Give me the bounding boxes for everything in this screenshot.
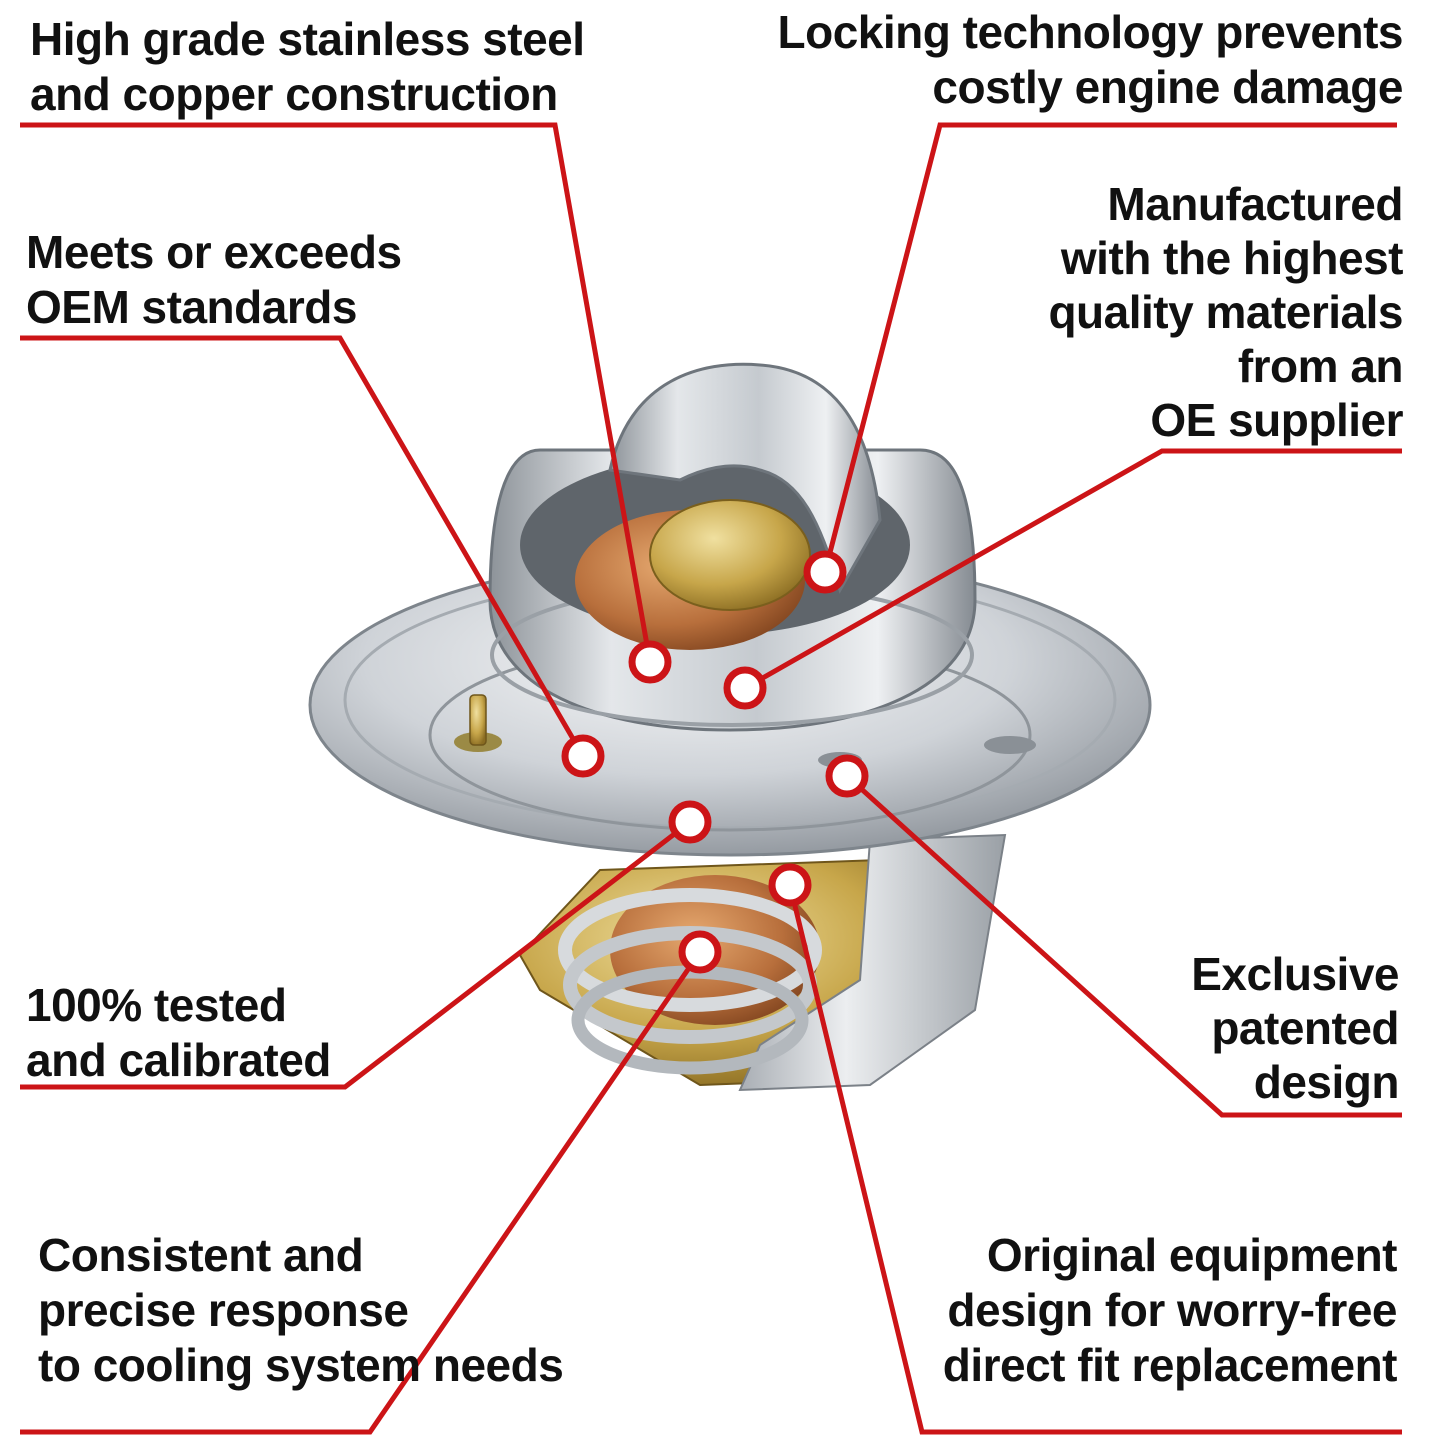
leader-consistent [20, 950, 703, 1435]
leader-lines [20, 122, 1402, 1435]
leader-tested [20, 820, 692, 1090]
leader-oem [20, 335, 586, 758]
marker-exclusive [825, 754, 869, 798]
callout-locking: Locking technology prevents costly engin… [777, 6, 1404, 113]
spring-coil-1 [558, 888, 822, 1012]
callout-material: High grade stainless steel and copper co… [30, 13, 585, 120]
spring-coil-3 [571, 965, 809, 1075]
leader-manufactured [743, 448, 1402, 691]
marker-tested [668, 800, 712, 844]
marker-consistent [678, 930, 722, 974]
valve-dome [488, 362, 977, 732]
leader-original [787, 884, 1402, 1435]
callout-consistent: Consistent and precise response to cooli… [38, 1229, 564, 1391]
callout-tested: 100% tested and calibrated [26, 979, 331, 1086]
marker-material [628, 640, 672, 684]
flange-slot-right [984, 736, 1036, 754]
brass-valve [649, 499, 811, 611]
callout-oem: Meets or exceeds OEM standards [26, 226, 402, 333]
marker-manufactured [723, 666, 767, 710]
jiggle-pin [454, 694, 502, 752]
lower-spring-assembly [518, 833, 1007, 1092]
callout-manufactured: Manufactured with the highest quality ma… [1048, 178, 1403, 446]
marker-original [768, 863, 812, 907]
marker-oem [561, 734, 605, 778]
callout-markers [561, 550, 869, 974]
callout-exclusive: Exclusive patented design [1191, 948, 1399, 1108]
callout-original: Original equipment design for worry-free… [942, 1229, 1398, 1391]
leader-exclusive [845, 774, 1402, 1118]
leader-material [20, 122, 653, 663]
marker-locking [803, 550, 847, 594]
leader-locking [822, 122, 1397, 573]
steel-bridge-arch [608, 362, 882, 594]
